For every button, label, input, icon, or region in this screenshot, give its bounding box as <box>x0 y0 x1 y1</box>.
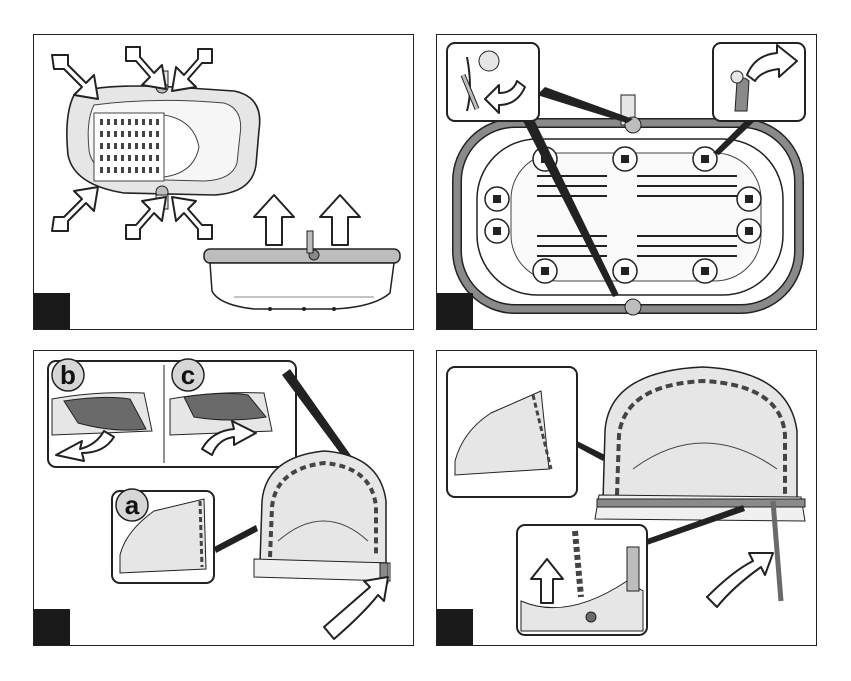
arrow-curved-up-right-icon <box>707 553 773 607</box>
arrow-top-right-icon <box>172 49 212 91</box>
arrow-bottom-mid-icon <box>126 197 166 239</box>
canopy-attach-illustration: b c a <box>34 351 414 646</box>
bassinet-top-view-illustration <box>34 35 414 330</box>
step-number-box <box>34 609 70 645</box>
inset-label-b: b <box>60 360 76 390</box>
bassinet-frame-illustration <box>437 35 817 330</box>
arrow-bottom-left-icon <box>52 187 98 231</box>
panel-2 <box>436 34 817 330</box>
step-number-box <box>34 293 70 329</box>
step-number-box <box>437 609 473 645</box>
arrow-top-left-icon <box>52 55 98 99</box>
arrow-top-mid-icon <box>126 47 166 89</box>
arrow-up-right-icon <box>320 195 360 245</box>
panel-1 <box>33 34 414 330</box>
inset-label-c: c <box>181 360 195 390</box>
arrow-curved-insert-icon <box>324 577 388 639</box>
step-number-box <box>437 293 473 329</box>
inset-label-a: a <box>125 490 140 520</box>
bassinet-side-view <box>204 231 400 311</box>
panel-3: b c a <box>33 350 414 646</box>
canopy-rod-illustration <box>437 351 817 646</box>
arrow-up-left-icon <box>254 195 294 245</box>
panel-4 <box>436 350 817 646</box>
arrow-bottom-right-icon <box>172 197 212 239</box>
